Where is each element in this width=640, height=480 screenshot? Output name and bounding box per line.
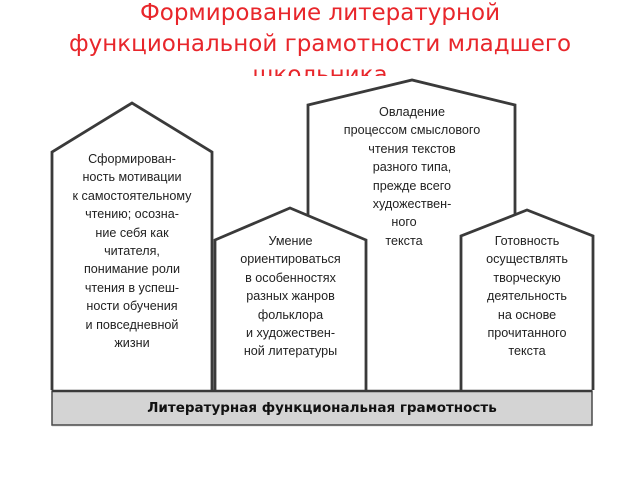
house-1-line: и повседневной [85, 317, 179, 332]
house-4-line: на основе [497, 307, 557, 322]
house-2-outline [213, 206, 368, 390]
house-3-line: процессом смыслового [343, 123, 481, 138]
house-2-line: и художествен- [245, 326, 336, 341]
house-2-line: в особенностях [245, 270, 336, 285]
slide-title: Формирование литературной функциональной… [0, 0, 640, 76]
house-1-line: Сформирован- [88, 152, 176, 166]
house-4-line: текста [508, 344, 546, 359]
house-3-line: чтения текстов [368, 141, 456, 156]
house-4-outline [459, 208, 595, 390]
house-4-line: творческую [493, 270, 561, 285]
title-line-3-clipped: школьника [0, 60, 640, 76]
house-3-line: художествен- [372, 197, 452, 212]
house-2-line: Умение [268, 234, 313, 248]
house-3-line: прежде всего [372, 178, 452, 193]
house-1-line: понимание роли [83, 262, 181, 277]
title-line-2: функциональной грамотности младшего [68, 31, 572, 57]
house-3-line: разного типа, [372, 160, 452, 175]
house-3-line: ного [391, 215, 417, 230]
house-1-line: читателя, [104, 244, 160, 259]
house-1-line: чтению; осозна- [85, 207, 179, 222]
house-2-line: разных жанров [246, 289, 335, 304]
house-4-text: Готовность осуществлять творческую деяте… [464, 232, 590, 361]
house-4-line: прочитанного [487, 326, 567, 341]
house-1-line: жизни [114, 336, 150, 351]
house-1-line: ности обучения [86, 299, 178, 314]
house-4-line: деятельность [487, 289, 567, 304]
house-2-line: фольклора [257, 307, 324, 322]
house-3-text: Овладение процессом смыслового чтения те… [312, 103, 512, 250]
house-1-text: Сформирован- ность мотивации к самостоят… [56, 150, 208, 352]
house-1-line: чтения в успеш- [84, 280, 180, 295]
title-line-1: Формирование литературной [139, 0, 501, 26]
base-bar [51, 390, 593, 426]
house-4-line: Готовность [494, 234, 560, 248]
title-line-3: школьника [252, 62, 388, 76]
house-3-line: текста [385, 233, 423, 248]
base-label: Литературная функциональная грамотность [147, 400, 497, 416]
house-4-line: осуществлять [486, 252, 568, 267]
house-1-line: ние себя как [95, 225, 169, 240]
house-3-line: Овладение [379, 105, 445, 119]
house-2-text: Умение ориентироваться в особенностях ра… [218, 232, 363, 361]
house-1-line: ность мотивации [82, 170, 182, 185]
house-1-outline [50, 101, 214, 390]
house-2-line: ной литературы [243, 344, 338, 359]
house-1-line: к самостоятельному [72, 188, 192, 203]
house-2-line: ориентироваться [240, 252, 341, 267]
